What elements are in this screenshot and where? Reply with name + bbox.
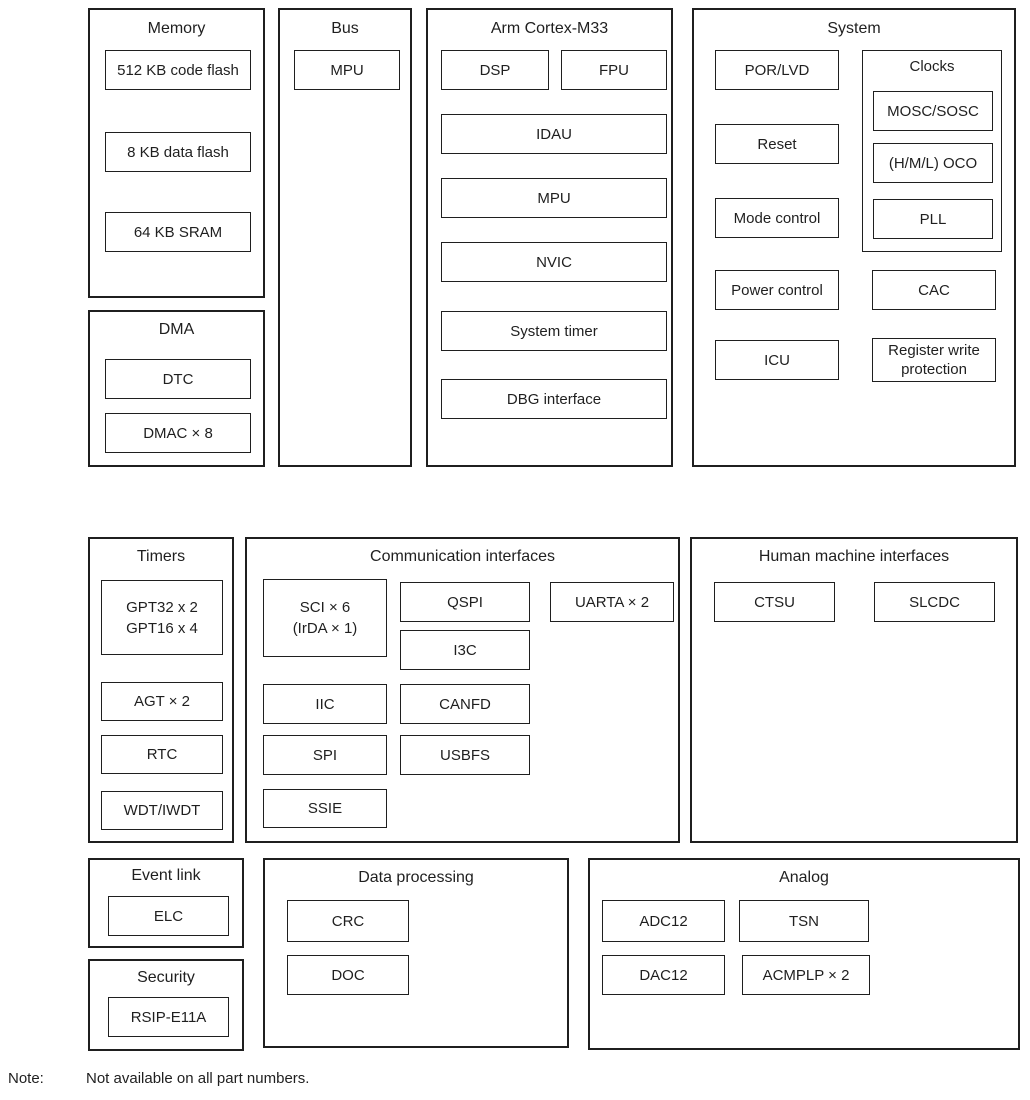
cortex-group: Arm Cortex-M33 DSP FPU IDAU MPU NVIC Sys… <box>426 8 673 467</box>
box-iic: IIC <box>263 684 387 724</box>
box-data-flash: 8 KB data flash <box>105 132 251 172</box>
box-gpt: GPT32 x 2 GPT16 x 4 <box>101 580 223 655</box>
box-uarta: UARTA × 2 <box>550 582 674 622</box>
box-gpt-line2: GPT16 x 4 <box>126 619 198 637</box>
box-nvic: NVIC <box>441 242 667 282</box>
dma-group: DMA DTC DMAC × 8 <box>88 310 265 467</box>
comm-group: Communication interfaces SCI × 6 (IrDA ×… <box>245 537 680 843</box>
box-power-control: Power control <box>715 270 839 310</box>
box-sci-line2: (IrDA × 1) <box>292 620 358 637</box>
box-i3c: I3C <box>400 630 530 670</box>
box-icu: ICU <box>715 340 839 380</box>
footnote-text: Not available on all part numbers. <box>86 1070 310 1087</box>
box-qspi: QSPI <box>400 582 530 622</box>
box-dmac: DMAC × 8 <box>105 413 251 453</box>
box-gpt-line1: GPT32 x 2 <box>126 598 198 616</box>
cortex-group-title: Arm Cortex-M33 <box>490 20 609 37</box>
box-canfd: CANFD <box>400 684 530 724</box>
box-cac: CAC <box>872 270 996 310</box>
box-sci: SCI × 6 (IrDA × 1) <box>263 579 387 657</box>
box-idau: IDAU <box>441 114 667 154</box>
box-dbg-interface: DBG interface <box>441 379 667 419</box>
dma-group-title: DMA <box>158 321 195 338</box>
box-bus-mpu: MPU <box>294 50 400 90</box>
clocks-subgroup: Clocks MOSC/SOSC (H/M/L) OCO PLL <box>862 50 1002 252</box>
timers-group: Timers GPT32 x 2 GPT16 x 4 AGT × 2 RTC W… <box>88 537 234 843</box>
security-group-title: Security <box>137 969 195 986</box>
box-tsn: TSN <box>739 900 869 942</box>
box-sci-line1: SCI × 6 <box>299 599 351 616</box>
footnote-label: Note: <box>8 1070 44 1087</box>
box-dtc: DTC <box>105 359 251 399</box>
box-ctsu: CTSU <box>714 582 835 622</box>
box-usbfs: USBFS <box>400 735 530 775</box>
box-cortex-mpu: MPU <box>441 178 667 218</box>
memory-group: Memory 512 KB code flash 8 KB data flash… <box>88 8 265 298</box>
security-group: Security RSIP-E11A <box>88 959 244 1051</box>
box-ssie: SSIE <box>263 789 387 828</box>
box-reset: Reset <box>715 124 839 164</box>
box-spi: SPI <box>263 735 387 775</box>
box-sram: 64 KB SRAM <box>105 212 251 252</box>
box-register-write-protection: Register write protection <box>872 338 996 382</box>
box-rsip: RSIP-E11A <box>108 997 229 1037</box>
bus-group: Bus MPU <box>278 8 412 467</box>
box-mosc-sosc: MOSC/SOSC <box>873 91 993 131</box>
analog-group: Analog ADC12 TSN DAC12 ACMPLP × 2 <box>588 858 1020 1050</box>
box-doc: DOC <box>287 955 409 995</box>
event-link-group: Event link ELC <box>88 858 244 948</box>
box-wdt: WDT/IWDT <box>101 791 223 830</box>
box-pll: PLL <box>873 199 993 239</box>
box-elc: ELC <box>108 896 229 936</box>
event-link-group-title: Event link <box>131 867 201 884</box>
box-code-flash: 512 KB code flash <box>105 50 251 90</box>
box-dac12: DAC12 <box>602 955 725 995</box>
box-acmplp: ACMPLP × 2 <box>742 955 870 995</box>
data-processing-group: Data processing CRC DOC <box>263 858 569 1048</box>
bus-group-title: Bus <box>331 20 359 37</box>
system-group-title: System <box>827 20 881 37</box>
box-hml-oco: (H/M/L) OCO <box>873 143 993 183</box>
hmi-group: Human machine interfaces CTSU SLCDC <box>690 537 1018 843</box>
clocks-subgroup-title: Clocks <box>909 58 955 75</box>
memory-group-title: Memory <box>147 20 206 37</box>
analog-group-title: Analog <box>779 869 829 886</box>
box-agt: AGT × 2 <box>101 682 223 721</box>
hmi-group-title: Human machine interfaces <box>758 548 950 565</box>
box-fpu: FPU <box>561 50 667 90</box>
box-dsp: DSP <box>441 50 549 90</box>
box-adc12: ADC12 <box>602 900 725 942</box>
box-rtc: RTC <box>101 735 223 774</box>
system-group: System POR/LVD Reset Mode control Power … <box>692 8 1016 467</box>
box-system-timer: System timer <box>441 311 667 351</box>
box-por-lvd: POR/LVD <box>715 50 839 90</box>
box-mode-control: Mode control <box>715 198 839 238</box>
comm-group-title: Communication interfaces <box>370 548 555 565</box>
data-processing-group-title: Data processing <box>358 869 474 886</box>
box-crc: CRC <box>287 900 409 942</box>
box-slcdc: SLCDC <box>874 582 995 622</box>
timers-group-title: Timers <box>136 548 186 565</box>
